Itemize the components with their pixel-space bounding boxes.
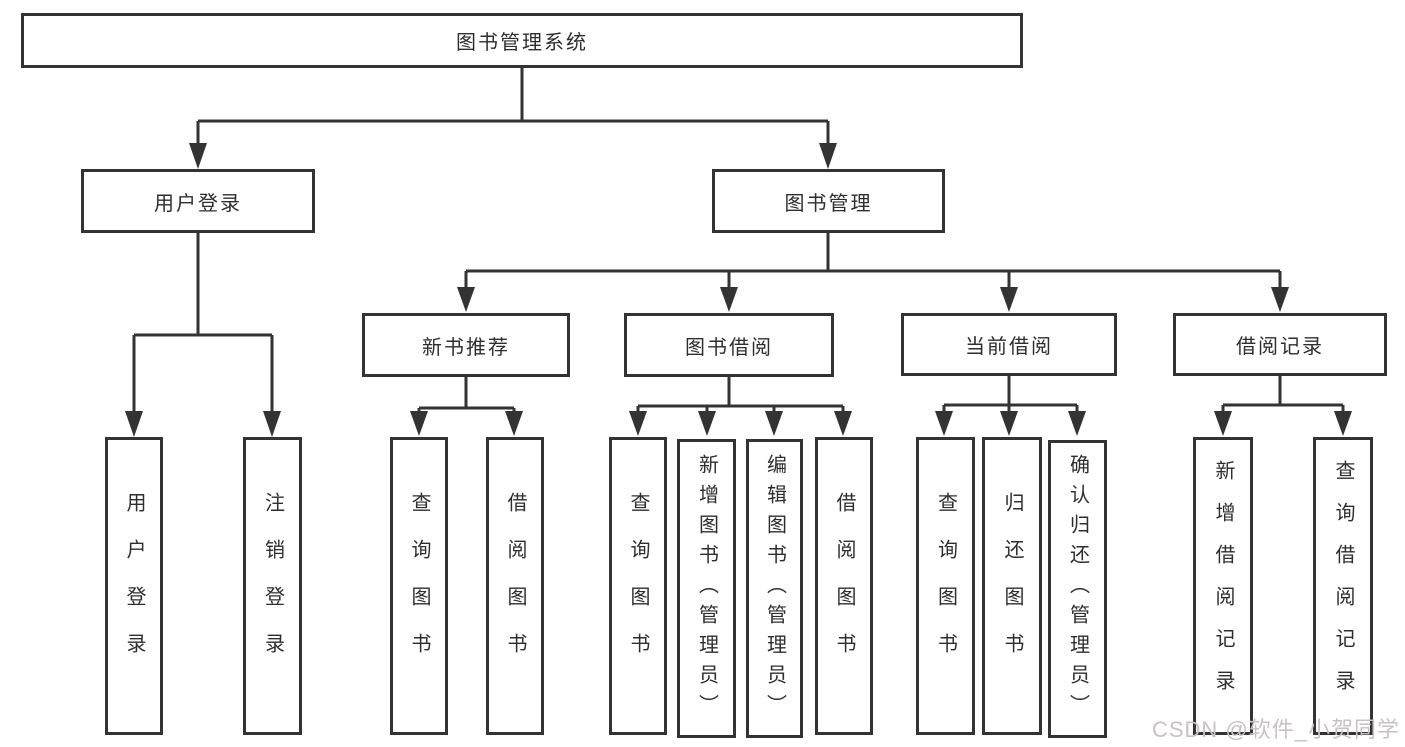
node-current-borrow: 当前借阅 bbox=[901, 313, 1117, 376]
node-book-management-label: 图书管理 bbox=[784, 192, 873, 215]
node-current-borrow-label: 当前借阅 bbox=[965, 336, 1053, 358]
leaf-user-login-label: 用户登录 bbox=[123, 492, 145, 680]
arrow-down-icon bbox=[1000, 287, 1018, 312]
leaf-current-return-books-label: 归还图书 bbox=[1001, 492, 1023, 680]
leaf-records-query-record-label: 查询借阅记录 bbox=[1332, 460, 1354, 712]
node-user-login: 用户登录 bbox=[81, 169, 315, 233]
leaf-borrow-edit-books-admin-label: 编辑图书（管理员） bbox=[763, 453, 786, 724]
node-borrow-records: 借阅记录 bbox=[1173, 313, 1387, 376]
arrow-down-icon bbox=[629, 411, 647, 436]
leaf-current-return-books: 归还图书 bbox=[982, 437, 1042, 735]
leaf-recommend-borrow-books-label: 借阅图书 bbox=[504, 492, 526, 680]
arrow-down-icon bbox=[457, 287, 475, 312]
connector-root-to-level2 bbox=[196, 68, 830, 144]
leaf-current-query-books-label: 查询图书 bbox=[934, 492, 957, 680]
connector-records-to-leaves bbox=[1221, 376, 1345, 412]
arrow-down-icon bbox=[1271, 287, 1289, 312]
arrow-down-icon bbox=[698, 411, 716, 436]
leaf-recommend-query-books-label: 查询图书 bbox=[408, 492, 430, 680]
leaf-recommend-query-books: 查询图书 bbox=[390, 437, 448, 735]
leaf-current-confirm-return-admin: 确认归还（管理员） bbox=[1048, 440, 1107, 738]
connector-recommend-to-leaves bbox=[417, 377, 516, 412]
arrow-down-icon bbox=[410, 411, 428, 436]
arrow-down-icon bbox=[1068, 411, 1086, 436]
arrow-down-icon bbox=[263, 411, 281, 437]
arrow-down-icon bbox=[819, 143, 837, 169]
arrow-down-icon bbox=[765, 411, 783, 436]
node-root-label: 图书管理系统 bbox=[456, 32, 588, 54]
node-new-book-recommend-label: 新书推荐 bbox=[422, 336, 510, 359]
arrow-down-icon bbox=[1214, 411, 1232, 436]
connector-login-to-leaves bbox=[132, 233, 274, 412]
arrow-down-icon bbox=[935, 411, 953, 436]
leaf-borrow-borrow-books-label: 借阅图书 bbox=[833, 492, 855, 680]
node-new-book-recommend: 新书推荐 bbox=[362, 313, 570, 377]
leaf-current-confirm-return-admin-label: 确认归还（管理员） bbox=[1066, 454, 1089, 724]
leaf-borrow-borrow-books: 借阅图书 bbox=[815, 437, 873, 735]
leaf-borrow-query-books-label: 查询图书 bbox=[627, 492, 649, 680]
node-book-borrow-label: 图书借阅 bbox=[685, 336, 773, 359]
node-user-login-label: 用户登录 bbox=[154, 192, 242, 215]
leaf-current-query-books: 查询图书 bbox=[916, 437, 975, 735]
leaf-borrow-edit-books-admin: 编辑图书（管理员） bbox=[746, 439, 803, 738]
node-borrow-records-label: 借阅记录 bbox=[1236, 336, 1324, 358]
leaf-records-add-record-label: 新增借阅记录 bbox=[1212, 460, 1234, 712]
leaf-user-login: 用户登录 bbox=[105, 437, 163, 735]
connector-current-to-leaves bbox=[942, 376, 1079, 412]
watermark: CSDN @软件_小贺同学 bbox=[1151, 717, 1400, 742]
arrow-down-icon bbox=[1000, 411, 1018, 436]
node-book-management: 图书管理 bbox=[712, 169, 945, 233]
arrow-down-icon bbox=[720, 287, 738, 312]
arrow-down-icon bbox=[834, 411, 852, 436]
arrow-down-icon bbox=[125, 411, 143, 437]
leaf-records-add-record: 新增借阅记录 bbox=[1193, 437, 1253, 735]
arrow-down-icon bbox=[505, 411, 523, 436]
arrow-down-icon bbox=[1334, 411, 1352, 436]
leaf-borrow-add-books-admin-label: 新增图书（管理员） bbox=[695, 453, 718, 724]
leaf-recommend-borrow-books: 借阅图书 bbox=[486, 437, 544, 735]
leaf-records-query-record: 查询借阅记录 bbox=[1313, 437, 1373, 735]
leaf-logout: 注销登录 bbox=[243, 437, 302, 735]
leaf-logout-label: 注销登录 bbox=[261, 492, 284, 680]
connector-borrow-to-leaves bbox=[636, 377, 845, 412]
arrow-down-icon bbox=[189, 143, 207, 169]
leaf-borrow-query-books: 查询图书 bbox=[609, 437, 667, 735]
node-root: 图书管理系统 bbox=[21, 13, 1023, 68]
leaf-borrow-add-books-admin: 新增图书（管理员） bbox=[677, 439, 736, 738]
node-book-borrow: 图书借阅 bbox=[624, 313, 834, 377]
connector-management-to-level3 bbox=[464, 233, 1282, 288]
